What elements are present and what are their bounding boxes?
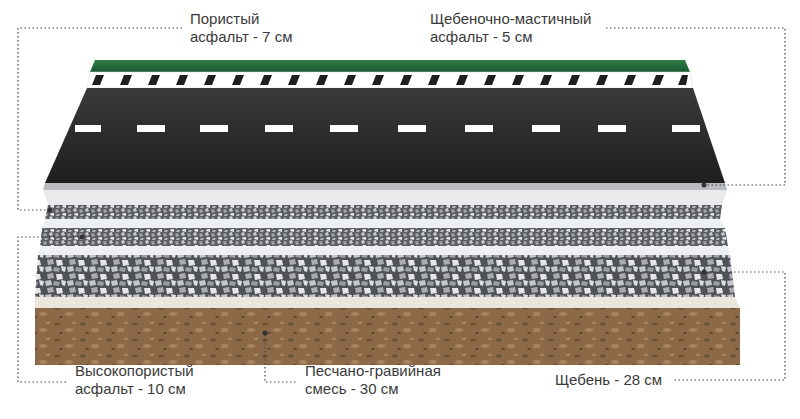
layer-label: Пористый асфальт - 7 см (190, 10, 308, 46)
hatch (176, 75, 188, 85)
leader-line (265, 335, 296, 382)
leader-dot (702, 183, 707, 188)
leader-dots (48, 183, 707, 336)
hatch (232, 75, 244, 85)
leader-line (18, 237, 80, 382)
leader-lines (18, 28, 785, 382)
hatch (428, 75, 440, 85)
crushed-stone-layer (35, 255, 735, 297)
hatch (204, 75, 216, 85)
hatch (120, 75, 132, 85)
hatch (372, 75, 384, 85)
hatch (540, 75, 552, 85)
hatch (288, 75, 300, 85)
leader-dot (80, 235, 85, 240)
leader-line (606, 28, 785, 185)
leader-dot (263, 331, 268, 336)
hatch (678, 75, 688, 85)
lane-dash (672, 125, 700, 132)
lane-dash (200, 125, 228, 132)
layer-label: Высокопористый асфальт - 10 см (75, 362, 215, 398)
sand-gravel-layer (35, 297, 740, 308)
separator-band (43, 190, 727, 205)
hatch (596, 75, 608, 85)
center-line (75, 125, 700, 132)
layer-label: Щебень - 28 см (555, 371, 662, 389)
hatch (316, 75, 328, 85)
lane-dash (137, 125, 165, 132)
edge-strip (87, 72, 693, 88)
separator-band (38, 246, 730, 255)
hatch (344, 75, 356, 85)
soil-layer (35, 308, 740, 365)
separator-band (42, 219, 725, 228)
high-porous-asphalt-layer (40, 228, 728, 246)
grass-verge (90, 60, 690, 72)
hatch (260, 75, 272, 85)
asphalt-surface (45, 88, 725, 183)
leader-dot (48, 208, 53, 213)
leader-line (672, 272, 785, 380)
hatch (400, 75, 412, 85)
lane-dash (465, 125, 493, 132)
sma-layer (43, 183, 727, 190)
edge-hatching (92, 75, 688, 85)
hatch (92, 75, 104, 85)
hatch (568, 75, 580, 85)
layer-label: Песчано-гравийная смесь - 30 см (305, 362, 455, 398)
lane-dash (75, 125, 101, 132)
hatch (652, 75, 664, 85)
lane-dash (330, 125, 358, 132)
lane-dash (532, 125, 560, 132)
hatch (512, 75, 524, 85)
leader-line (18, 28, 182, 210)
hatch (148, 75, 160, 85)
layer-label: Щебеночно-мастичный асфальт - 5 см (430, 10, 605, 46)
leader-dot (702, 270, 707, 275)
hatch (624, 75, 636, 85)
hatch (456, 75, 468, 85)
lane-dash (265, 125, 293, 132)
lane-dash (398, 125, 426, 132)
lane-dash (598, 125, 626, 132)
porous-asphalt-layer (45, 205, 722, 219)
hatch (484, 75, 496, 85)
